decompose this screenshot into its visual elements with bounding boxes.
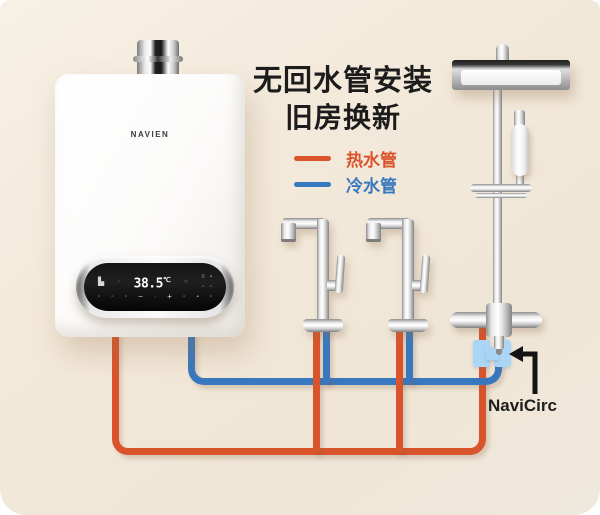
shower-valve-center: [486, 303, 512, 337]
faucet2-aerator: [366, 223, 381, 242]
faucet2-cold-pipe: [406, 328, 413, 383]
display-main-row: ▙ ◦ 38.5℃ ○ ≡ ▫ ▪ ▫: [98, 273, 212, 291]
water-heater: NAVIEN ▙ ◦ 38.5℃ ○ ≡ ▫ ▪ ▫: [55, 74, 245, 337]
hand-shower-tip: [514, 110, 525, 126]
headline-line-1: 无回水管安装: [252, 65, 433, 97]
control-panel-screen: ▙ ◦ 38.5℃ ○ ≡ ▫ ▪ ▫: [84, 263, 226, 311]
navicirc-arrow-icon: [509, 346, 538, 394]
faucet2-base: [388, 319, 428, 332]
cold-pipe-label: 冷水管: [346, 176, 397, 196]
temperature-display: 38.5℃: [133, 275, 171, 292]
dot-icon: ·: [153, 294, 156, 300]
power-icon: ○: [184, 279, 188, 285]
legend-cold-row: 冷水管: [294, 175, 397, 196]
faucet1-base: [303, 319, 343, 332]
hot-pipe-label: 热水管: [346, 150, 397, 170]
navicirc-device-left: [473, 340, 490, 367]
faucet-1: [281, 216, 347, 334]
shower-slider-bracket: [470, 184, 532, 192]
temperature-unit: ℃: [162, 275, 171, 284]
hand-shower-wand: [511, 124, 529, 176]
faucet2-spout-arm: [368, 218, 414, 229]
navicirc-label: NaviCirc: [488, 396, 557, 415]
shower-head-ball-joint: [496, 44, 509, 62]
person-icon: ▪: [209, 274, 212, 280]
shower-diverter: [494, 336, 504, 355]
setting3-icon: ▫: [209, 294, 212, 300]
faucet2-body: [402, 219, 414, 321]
brand-logo: NAVIEN: [130, 130, 170, 139]
faucet1-spout-arm: [283, 218, 329, 229]
minus-icon: −: [138, 292, 143, 301]
faucet1-cold-pipe: [323, 328, 330, 383]
faucet2-handle: [419, 254, 431, 294]
display-button-row: ▫ ▫ ▫ − · + ▫ ▪ ▫: [98, 293, 212, 301]
faucet1-handle: [334, 254, 346, 294]
menu2-icon: ▫: [209, 284, 212, 290]
setting1-icon: ▫: [183, 294, 186, 300]
tap-icon: ▫: [98, 294, 101, 300]
menu-icon: ▫: [201, 284, 205, 290]
wifi-icon: ≡: [201, 274, 205, 280]
hand-shower-hose: [516, 175, 524, 188]
hot-water-main-pipe: [112, 326, 486, 455]
faucet-2: [366, 216, 432, 334]
rain-shower-head: [452, 60, 570, 90]
heater-flue-pipe-icon: [133, 40, 183, 80]
hot-pipe-swatch: [294, 155, 331, 161]
shower-slider-bracket-2: [475, 193, 527, 198]
shower-head-face: [461, 70, 561, 85]
bath-mode-icon: ▙: [98, 277, 105, 286]
mode-dot-icon: ◦: [117, 279, 120, 285]
setting2-icon: ▪: [196, 294, 199, 300]
control-panel-bezel: ▙ ◦ 38.5℃ ○ ≡ ▫ ▪ ▫: [76, 256, 234, 318]
plus-icon: +: [167, 292, 172, 301]
faucet1-hot-pipe: [313, 328, 320, 452]
faucet1-handle-joint: [327, 280, 339, 291]
faucet2-hot-pipe: [396, 328, 403, 452]
legend-hot-row: 热水管: [294, 149, 397, 170]
pipe-legend: 热水管 冷水管: [294, 149, 397, 196]
headline-line-2: 旧房换新: [284, 102, 401, 133]
faucet1-aerator: [281, 223, 296, 242]
navicirc-device-bridge: [486, 347, 498, 360]
tub-icon: ▫: [124, 294, 127, 300]
shower-riser-pipe: [493, 88, 502, 318]
faucet1-body: [317, 219, 329, 321]
faucet2-handle-joint: [412, 280, 424, 291]
shower-icon: ▫: [111, 294, 114, 300]
status-icon-stack: ≡ ▫ ▪ ▫: [201, 273, 212, 291]
cold-pipe-swatch: [294, 181, 331, 187]
